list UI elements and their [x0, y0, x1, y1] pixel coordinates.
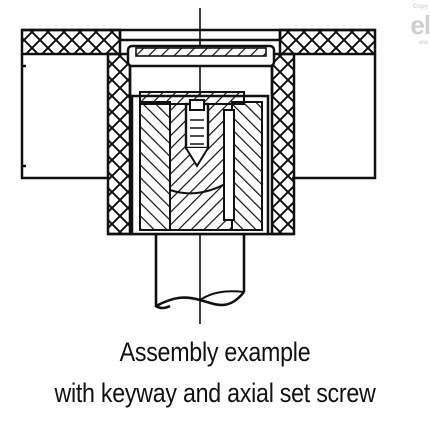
watermark-sub: ww — [418, 40, 428, 46]
caption-line-2: with keyway and axial set screw — [54, 378, 376, 408]
watermark-mark: el — [410, 10, 430, 40]
hub-cap — [118, 30, 282, 96]
top-cover-plate — [20, 28, 377, 56]
caption-line-1: Assembly example — [119, 337, 311, 367]
watermark-copyright: Copy — [413, 4, 428, 10]
body-walls — [20, 54, 377, 180]
axial-set-screw — [184, 99, 210, 168]
shaft — [154, 234, 246, 310]
keyway — [223, 109, 235, 221]
